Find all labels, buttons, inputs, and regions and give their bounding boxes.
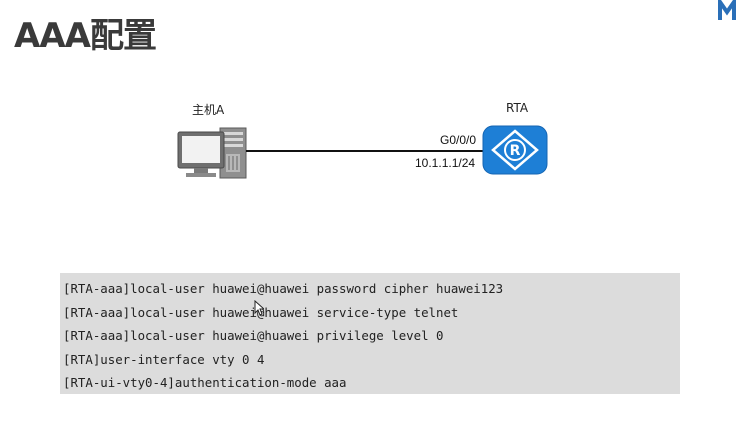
config-line: [RTA-aaa]local-user huawei@huawei passwo…: [63, 281, 504, 296]
network-link: [246, 150, 484, 152]
page-title: AAA配置: [14, 16, 157, 56]
svg-text:R: R: [510, 143, 521, 159]
logo-icon: [718, 0, 736, 20]
mouse-cursor-icon: [254, 300, 264, 316]
config-code-block: [RTA-aaa]local-user huawei@huawei passwo…: [60, 273, 680, 394]
config-line: [RTA]user-interface vty 0 4: [63, 351, 265, 367]
interface-label: G0/0/0: [440, 133, 477, 147]
config-line: [RTA-ui-vty0-4]authentication-mode aaa: [63, 375, 347, 391]
config-line: [RTA-aaa]local-user huawei@huawei privil…: [63, 328, 444, 344]
ip-address-label: 10.1.1.1/24: [415, 156, 476, 170]
computer-icon: [177, 127, 247, 179]
config-line: [RTA-aaa]local-user huawei@huawei servic…: [63, 304, 459, 320]
host-label: 主机A: [192, 103, 225, 117]
router-label: RTA: [506, 101, 529, 115]
router-icon: R: [482, 125, 548, 175]
